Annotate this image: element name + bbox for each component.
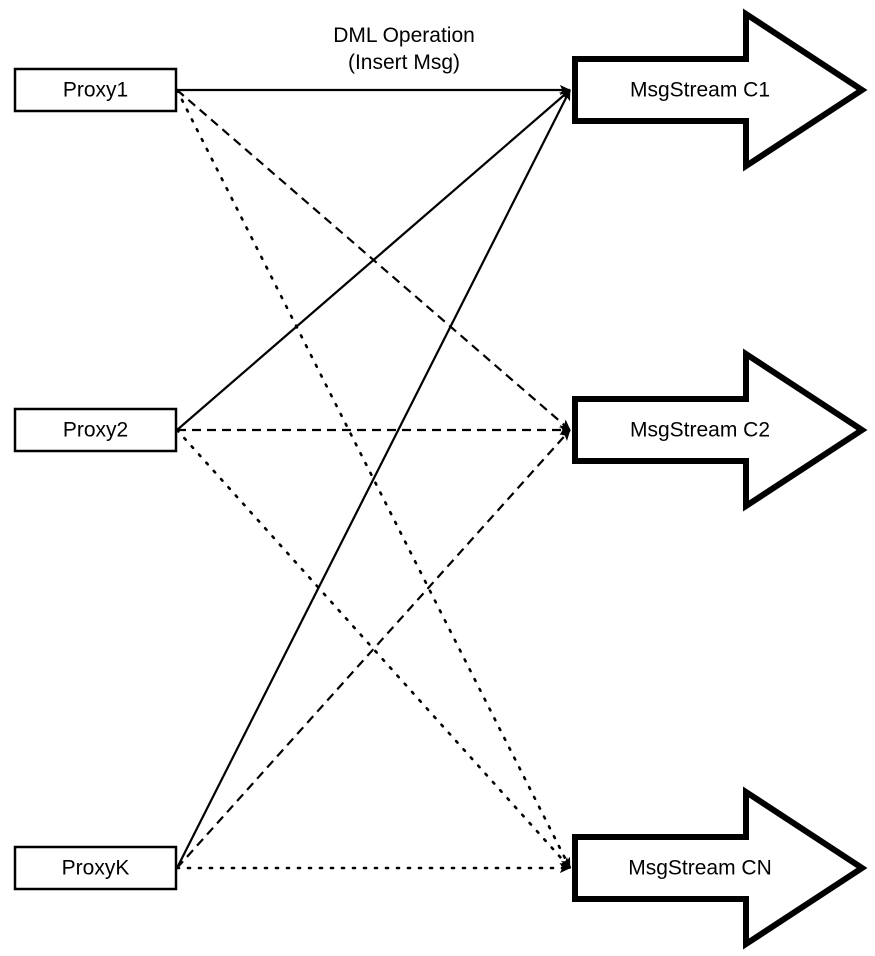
edge-annotation-line1: DML Operation: [333, 24, 475, 47]
edge-annotation-line2: (Insert Msg): [348, 51, 460, 74]
proxy-label: Proxy1: [63, 79, 128, 102]
proxy-box-shape: [13, 407, 178, 453]
connection-proxy1-to-msgstream-cn: [175, 88, 572, 870]
msgstream-label: MsgStream CN: [628, 857, 772, 880]
proxy-label: Proxy2: [63, 419, 128, 442]
msgstream-node-stream-cn[interactable]: MsgStream CN: [572, 786, 868, 950]
connection-proxyk-to-msgstream-c1: [176, 89, 571, 869]
block-arrow-icon: [572, 786, 868, 950]
proxy-box-shape: [13, 845, 178, 891]
proxy-node-proxyk[interactable]: ProxyK: [13, 845, 178, 891]
proxy-label: ProxyK: [62, 857, 130, 880]
msgstream-node-stream-c1[interactable]: MsgStream C1: [572, 8, 868, 172]
proxy-box-shape: [13, 67, 178, 113]
block-arrow-icon: [572, 8, 868, 172]
proxy-node-proxy1[interactable]: Proxy1: [13, 67, 178, 113]
connection-proxy2-to-msgstream-c1: [176, 89, 571, 431]
msgstream-node-stream-c2[interactable]: MsgStream C2: [572, 348, 868, 512]
msgstream-label: MsgStream C1: [630, 79, 770, 102]
msgstream-label: MsgStream C2: [630, 419, 770, 442]
connection-layer: [175, 84, 572, 874]
connection-proxy2-to-msgstream-cn: [175, 428, 572, 870]
proxy-node-proxy2[interactable]: Proxy2: [13, 407, 178, 453]
edge-annotation-dml-operation: DML Operation (Insert Msg): [333, 24, 475, 74]
connection-proxyk-to-msgstream-c2: [176, 429, 571, 869]
block-arrow-icon: [572, 348, 868, 512]
